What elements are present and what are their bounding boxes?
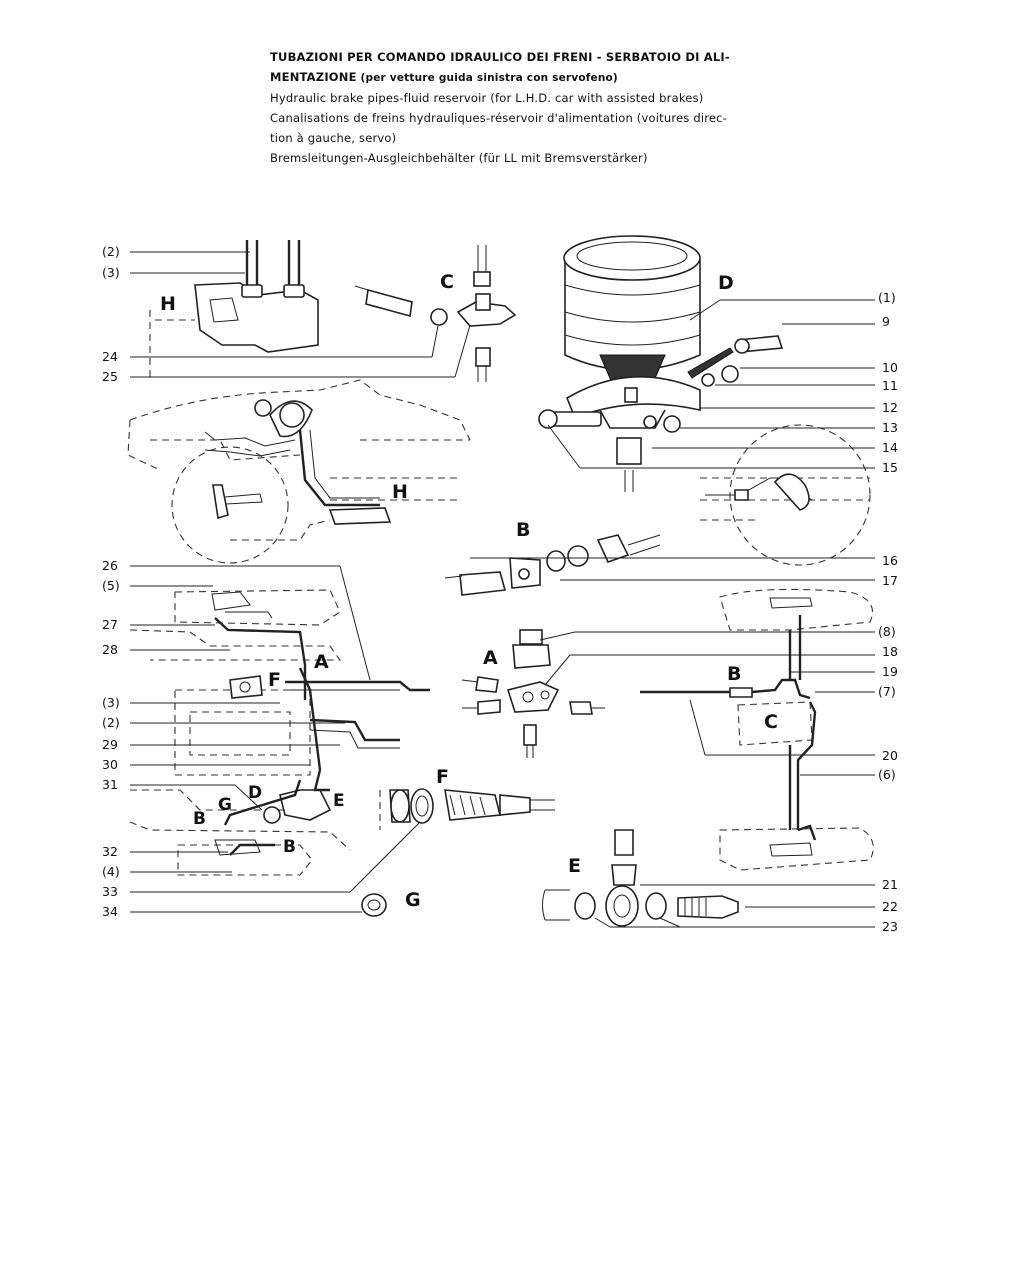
detail-letter-d-top: D — [718, 272, 734, 294]
left-callouts: (2) (3) 24 25 26 (5) 27 28 (3) (2) 29 30… — [102, 244, 120, 919]
detail-letter-h-car: H — [392, 481, 408, 503]
callout-1: (1) — [878, 290, 896, 305]
detail-h-pipe-unions — [149, 240, 319, 380]
callout-4: (4) — [102, 864, 120, 879]
detail-c-union — [354, 245, 517, 382]
callout-21: 21 — [882, 877, 898, 892]
right-front-wheel — [700, 424, 871, 566]
detail-letter-e-det: E — [568, 855, 581, 877]
callout-29: 29 — [102, 737, 118, 752]
detail-letter-c-top: C — [440, 271, 454, 293]
callout-24: 24 — [102, 349, 118, 364]
callout-15: 15 — [882, 460, 898, 475]
detail-letter-h-top: H — [160, 293, 176, 315]
callout-31: 31 — [102, 777, 118, 792]
title-italian-sub: (per vetture guida sinistra con servofen… — [356, 72, 618, 84]
callout-12: 12 — [882, 400, 898, 415]
callout-34: 34 — [102, 904, 118, 919]
detail-letter-g-det: G — [405, 889, 421, 911]
callout-8: (8) — [878, 624, 896, 639]
detail-letter-b-left1: B — [193, 809, 206, 829]
callout-13: 13 — [882, 420, 898, 435]
title-english: Hydraulic brake pipes-fluid reservoir (f… — [270, 91, 704, 105]
title-french-line1: Canalisations de freins hydrauliques-rés… — [270, 111, 728, 125]
callout-2-mid: (2) — [102, 715, 120, 730]
title-french-line2: tion à gauche, servo) — [270, 131, 397, 145]
leader-lines-right — [470, 299, 875, 928]
detail-letter-b-left2: B — [283, 837, 296, 857]
callout-22: 22 — [882, 899, 898, 914]
callout-19: 19 — [882, 664, 898, 679]
callout-26: 26 — [102, 558, 118, 573]
callout-30: 30 — [102, 757, 118, 772]
title-italian-line1: TUBAZIONI PER COMANDO IDRAULICO DEI FREN… — [270, 50, 730, 64]
detail-letter-e-left: E — [333, 791, 345, 811]
detail-letter-a-mid: A — [483, 647, 498, 669]
detail-g-grommet — [361, 893, 387, 917]
detail-letter-d-left: D — [248, 783, 262, 803]
chassis-pipe-layout — [129, 589, 430, 876]
callout-17: 17 — [882, 573, 898, 588]
callout-3-top: (3) — [102, 265, 120, 280]
title-german: Bremsleitungen-Ausgleichbehälter (für LL… — [270, 151, 648, 165]
callout-16: 16 — [882, 553, 898, 568]
detail-b-bracket-union — [444, 534, 661, 596]
detail-e-banjo-fitting — [542, 829, 739, 927]
detail-f-hose-fitting — [379, 788, 555, 830]
title-italian-bold: MENTAZIONE — [270, 70, 357, 84]
detail-letter-b-mid: B — [516, 519, 530, 541]
callout-11: 11 — [882, 378, 898, 393]
title-block: TUBAZIONI PER COMANDO IDRAULICO DEI FREN… — [270, 47, 830, 168]
callout-14: 14 — [882, 440, 898, 455]
callout-6: (6) — [878, 767, 896, 782]
callout-9: 9 — [882, 314, 890, 329]
callout-32: 32 — [102, 844, 118, 859]
callout-2-top: (2) — [102, 244, 120, 259]
right-callouts: (1) 9 10 11 12 13 14 15 16 17 (8) 18 19 … — [878, 290, 898, 934]
callout-10: 10 — [882, 360, 898, 375]
callout-7: (7) — [878, 684, 896, 699]
callout-18: 18 — [882, 644, 898, 659]
detail-letter-b-right: B — [727, 663, 741, 685]
detail-d-reservoir — [538, 235, 784, 492]
callout-20: 20 — [882, 748, 898, 763]
detail-letter-c-right: C — [764, 711, 778, 733]
detail-letter-f-det: F — [436, 766, 449, 788]
title-italian-line2: MENTAZIONE (per vetture guida sinistra c… — [270, 67, 830, 88]
callout-5: (5) — [102, 578, 120, 593]
car-front-outline — [127, 379, 471, 564]
callout-25: 25 — [102, 369, 118, 384]
detail-letter-g-left: G — [218, 795, 232, 815]
detail-letter-a-left: A — [314, 651, 329, 673]
detail-letter-f-left: F — [268, 669, 281, 691]
callout-23: 23 — [882, 919, 898, 934]
callout-33: 33 — [102, 884, 118, 899]
callout-27: 27 — [102, 617, 118, 632]
detail-a-stop-switch-union — [461, 629, 605, 758]
callout-3-mid: (3) — [102, 695, 120, 710]
callout-28: 28 — [102, 642, 118, 657]
leader-lines-left — [130, 251, 471, 913]
rear-axle-pipes — [640, 588, 874, 871]
